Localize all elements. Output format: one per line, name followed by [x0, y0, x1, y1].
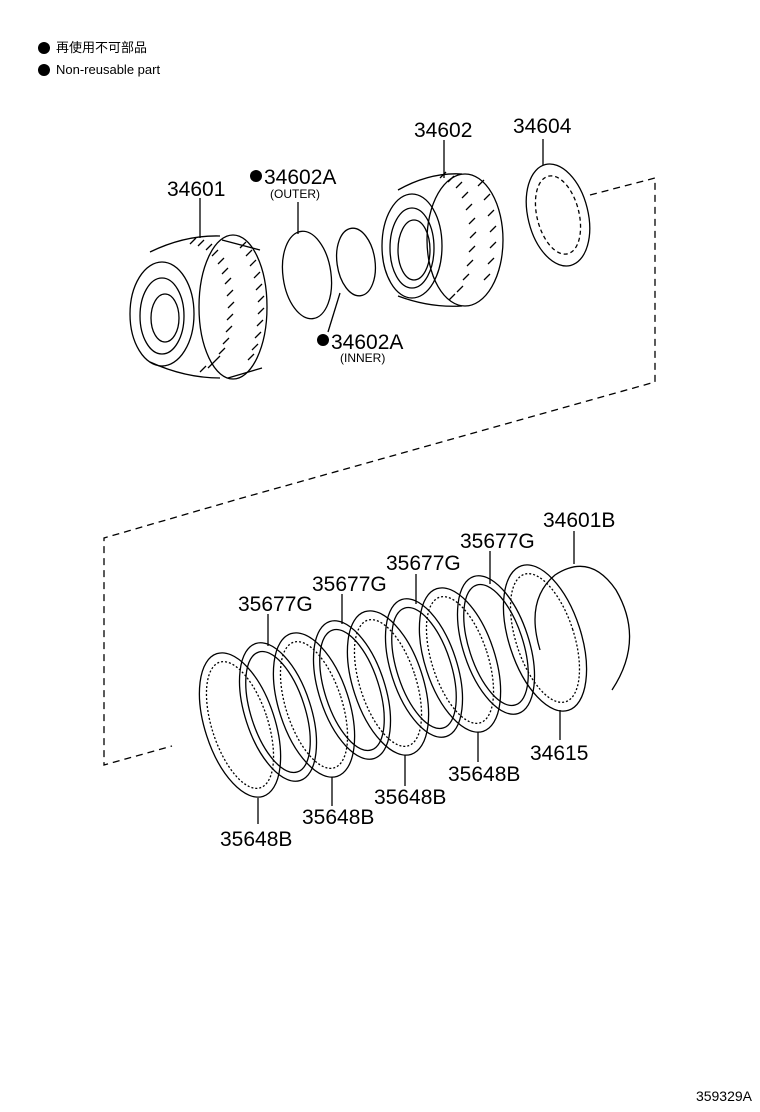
bearing-34604: [525, 163, 591, 267]
oring-34602a-outer: [281, 230, 333, 320]
assembly-dashed-outline: [103, 177, 656, 766]
diagram-code: 359329A: [695, 1088, 752, 1104]
legend-nonreusable-en: Non-reusable part: [38, 62, 160, 78]
plate-35677g-1: [238, 642, 318, 782]
plate-35677g-4: [456, 575, 536, 715]
snap-ring-34601b: [534, 565, 631, 691]
filled-dot-icon: [38, 64, 50, 76]
label-35648b-2: 35648B: [302, 806, 374, 829]
label-34602: 34602: [414, 119, 472, 142]
label-35677g-4: 35677G: [460, 530, 535, 553]
label-35677g-1: 35677G: [238, 593, 313, 616]
label-34604: 34604: [513, 115, 572, 138]
label-34602a-inner: 34602A: [331, 331, 403, 354]
nonreusable-dot-inner: [317, 334, 329, 346]
label-35648b-1: 35648B: [220, 828, 292, 851]
legend-en-text: Non-reusable part: [56, 62, 161, 77]
leader-lines: [199, 139, 575, 824]
disc-35648b-2: [272, 632, 356, 778]
label-34602a-outer-sub: (OUTER): [270, 187, 320, 201]
nonreusable-dot-outer: [250, 170, 262, 182]
disc-35648b-3: [346, 610, 430, 756]
drum-34601: [129, 234, 268, 380]
legend-nonreusable-jp: 再使用不可部品: [38, 40, 147, 56]
plate-35677g-2: [312, 620, 392, 760]
clutch-pack: [198, 564, 631, 798]
plate-35677g-3: [384, 598, 464, 738]
hub-34602: [381, 171, 504, 307]
label-34602a-outer: 34602A: [264, 166, 336, 189]
disc-35648b-4: [418, 587, 502, 733]
label-34602a-inner-sub: (INNER): [340, 351, 385, 365]
label-35677g-3: 35677G: [386, 552, 461, 575]
label-35677g-2: 35677G: [312, 573, 387, 596]
oring-34602a-inner: [335, 227, 377, 297]
label-34601b: 34601B: [543, 509, 615, 532]
label-34601: 34601: [167, 178, 225, 201]
filled-dot-icon: [38, 42, 50, 54]
label-35648b-4: 35648B: [448, 763, 520, 786]
label-35648b-3: 35648B: [374, 786, 446, 809]
label-34615: 34615: [530, 742, 588, 765]
disc-35648b-1: [198, 652, 282, 798]
flange-34615: [502, 564, 588, 712]
legend-jp-text: 再使用不可部品: [56, 40, 148, 55]
